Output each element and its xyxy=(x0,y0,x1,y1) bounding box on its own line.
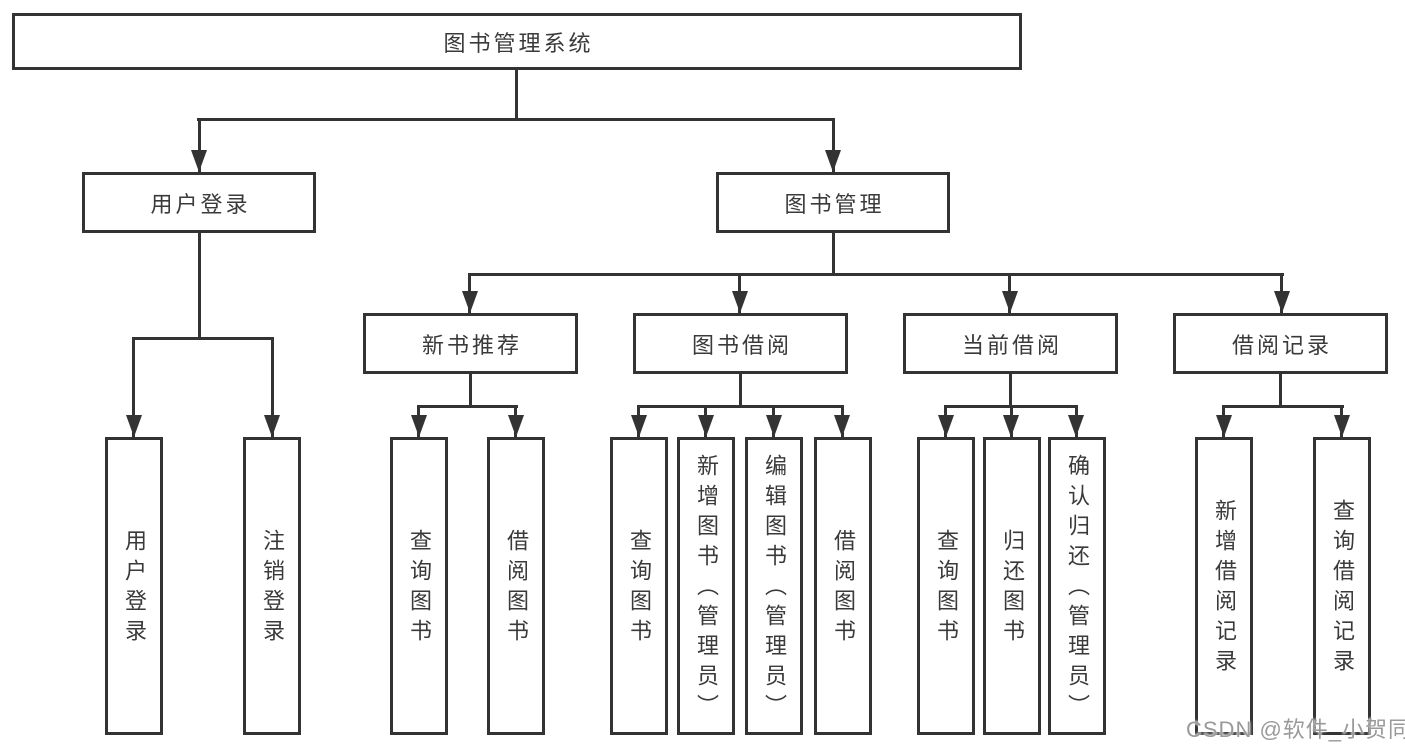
node-new-book-recommend: 新书推荐 xyxy=(363,313,578,374)
connector-line xyxy=(197,118,835,121)
arrowhead-down-icon xyxy=(631,415,647,437)
connector-line xyxy=(469,374,472,407)
node-current-borrowing: 当前借阅 xyxy=(903,313,1118,374)
arrowhead-down-icon xyxy=(411,415,427,437)
connector-line xyxy=(637,405,844,408)
arrowhead-down-icon xyxy=(1274,291,1290,313)
connector-line xyxy=(1279,374,1282,407)
leaf-query-books-current: 查询图书 xyxy=(917,437,975,735)
connector-line xyxy=(515,70,518,120)
arrowhead-down-icon xyxy=(462,291,478,313)
connector-line xyxy=(1009,374,1012,407)
connector-line xyxy=(132,337,274,340)
node-book-borrowing: 图书借阅 xyxy=(633,313,848,374)
connector-line xyxy=(1222,405,1344,408)
node-library-management-system: 图书管理系统 xyxy=(12,13,1022,70)
arrowhead-down-icon xyxy=(508,415,524,437)
connector-line xyxy=(198,118,201,174)
leaf-add-borrow-record: 新增借阅记录 xyxy=(1195,437,1253,735)
leaf-logout: 注销登录 xyxy=(243,437,301,735)
arrowhead-down-icon xyxy=(766,415,782,437)
leaf-edit-books-admin: 编辑图书（管理员） xyxy=(745,437,803,735)
leaf-add-books-admin: 新增图书（管理员） xyxy=(677,437,735,735)
leaf-query-books-recommend: 查询图书 xyxy=(390,437,448,735)
node-user-login-branch: 用户登录 xyxy=(82,172,316,233)
leaf-query-books-borrowing: 查询图书 xyxy=(610,437,668,735)
connector-line xyxy=(739,374,742,407)
leaf-return-books: 归还图书 xyxy=(983,437,1041,735)
arrowhead-down-icon xyxy=(698,415,714,437)
node-book-management-branch: 图书管理 xyxy=(716,172,950,233)
arrowhead-down-icon xyxy=(938,415,954,437)
arrowhead-down-icon xyxy=(1003,415,1019,437)
arrowhead-down-icon xyxy=(1216,415,1232,437)
connector-line xyxy=(271,337,274,437)
leaf-query-borrow-record: 查询借阅记录 xyxy=(1313,437,1371,735)
connector-line xyxy=(132,337,135,437)
arrowhead-down-icon xyxy=(825,150,841,172)
connector-line xyxy=(832,231,835,275)
arrowhead-down-icon xyxy=(126,415,142,437)
leaf-borrow-books: 借阅图书 xyxy=(814,437,872,735)
arrowhead-down-icon xyxy=(1002,291,1018,313)
arrowhead-down-icon xyxy=(191,150,207,172)
arrowhead-down-icon xyxy=(1334,415,1350,437)
connector-line xyxy=(198,231,201,339)
leaf-borrow-books-recommend: 借阅图书 xyxy=(487,437,545,735)
leaf-confirm-return-admin: 确认归还（管理员） xyxy=(1048,437,1106,735)
arrowhead-down-icon xyxy=(732,291,748,313)
arrowhead-down-icon xyxy=(264,415,280,437)
leaf-user-login: 用户登录 xyxy=(105,437,163,735)
arrowhead-down-icon xyxy=(834,415,850,437)
connector-line xyxy=(417,405,518,408)
connector-line xyxy=(468,273,1284,276)
csdn-watermark: CSDN @软件_小贺同学 xyxy=(1186,717,1405,742)
connector-line xyxy=(832,118,835,174)
node-borrowing-records: 借阅记录 xyxy=(1173,313,1388,374)
arrowhead-down-icon xyxy=(1068,415,1084,437)
